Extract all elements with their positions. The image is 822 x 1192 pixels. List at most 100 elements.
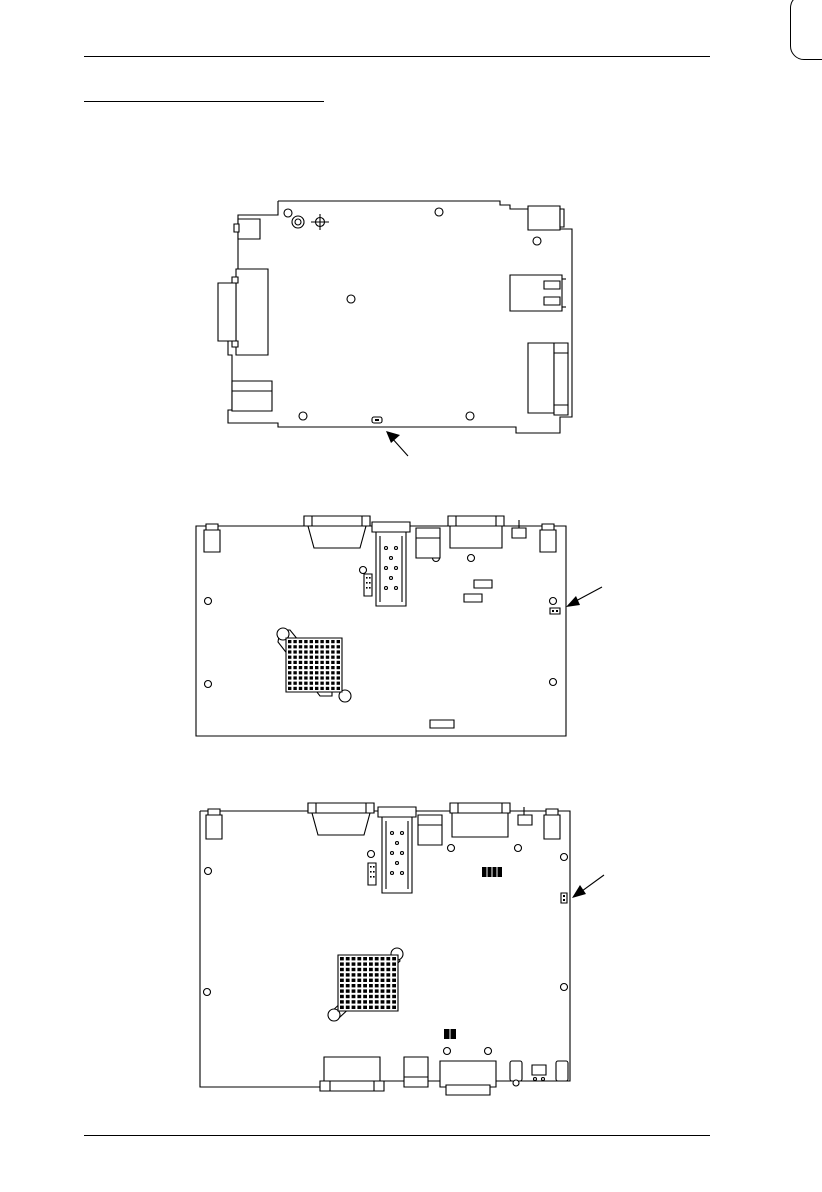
heatsink-fin bbox=[310, 687, 313, 690]
heatsink-fin bbox=[363, 962, 367, 965]
heatsink-fin bbox=[369, 957, 373, 960]
heatsink-fin bbox=[299, 687, 302, 690]
heatsink-fin bbox=[375, 984, 379, 987]
heatsink-fin bbox=[346, 989, 350, 992]
heatsink-fin bbox=[363, 973, 367, 976]
heatsink-fin bbox=[352, 962, 356, 965]
left-db-connector bbox=[218, 269, 268, 355]
heatsink-fin bbox=[310, 650, 313, 653]
heatsink-fin bbox=[304, 666, 307, 669]
heatsink-fin bbox=[381, 984, 385, 987]
page-tab bbox=[790, 0, 822, 60]
heatsink-fin bbox=[381, 968, 385, 971]
heatsink-fin bbox=[381, 973, 385, 976]
heatsink-fin bbox=[320, 666, 323, 669]
board-outline bbox=[228, 201, 572, 433]
heatsink-fin bbox=[293, 676, 296, 679]
heatsink-fin bbox=[337, 666, 340, 669]
black-connector-bottom bbox=[444, 1029, 456, 1039]
heatsink-fin bbox=[392, 979, 396, 982]
footer-rule bbox=[84, 1135, 710, 1136]
heatsink-fin bbox=[363, 957, 367, 960]
heatsink-fin bbox=[352, 1006, 356, 1009]
heatsink-fin bbox=[320, 676, 323, 679]
top-db-connector-left bbox=[308, 803, 374, 835]
heatsink-fin bbox=[346, 962, 350, 965]
heatsink-fin bbox=[304, 682, 307, 685]
small-switch bbox=[512, 520, 526, 538]
heatsink-fin bbox=[375, 979, 379, 982]
heatsink-fin bbox=[320, 687, 323, 690]
heatsink-fin bbox=[310, 640, 313, 643]
heatsink-fin bbox=[357, 984, 361, 987]
heatsink-fin bbox=[369, 989, 373, 992]
heatsink-fin bbox=[331, 656, 334, 659]
sfp-cage bbox=[378, 807, 416, 893]
heatsink-fin bbox=[337, 640, 340, 643]
heatsink-fin bbox=[392, 973, 396, 976]
heatsink-fin bbox=[299, 682, 302, 685]
heatsink-fin bbox=[386, 989, 390, 992]
heatsink-fin bbox=[346, 973, 350, 976]
heatsink-fin bbox=[340, 979, 344, 982]
heatsink-fin bbox=[375, 989, 379, 992]
heatsink-fin bbox=[337, 661, 340, 664]
heatsink-fin bbox=[288, 645, 291, 648]
heatsink-fin bbox=[337, 676, 340, 679]
heatsink-fin bbox=[352, 968, 356, 971]
heatsink-fin bbox=[340, 989, 344, 992]
heatsink-fin bbox=[320, 656, 323, 659]
heatsink-fin bbox=[375, 968, 379, 971]
heatsink-fin bbox=[392, 1006, 396, 1009]
heatsink-fin bbox=[304, 671, 307, 674]
heatsink-fin bbox=[375, 1000, 379, 1003]
heatsink-fin bbox=[299, 661, 302, 664]
heatsink-fin bbox=[315, 666, 318, 669]
heatsink-fin bbox=[363, 968, 367, 971]
header-rule bbox=[84, 56, 710, 57]
heatsink-fin bbox=[369, 1000, 373, 1003]
heatsink-fin bbox=[326, 676, 329, 679]
heatsink-fin bbox=[299, 671, 302, 674]
heatsink-fin bbox=[357, 957, 361, 960]
heatsink-fin bbox=[352, 957, 356, 960]
heatsink-fin bbox=[315, 650, 318, 653]
heatsink-fin bbox=[320, 640, 323, 643]
heatsink-fin bbox=[288, 666, 291, 669]
right-top-jack bbox=[528, 206, 564, 230]
heatsink-fin bbox=[299, 645, 302, 648]
heatsink-fin bbox=[304, 687, 307, 690]
heatsink-fin bbox=[299, 640, 302, 643]
heatsink-fin bbox=[288, 676, 291, 679]
heatsink-fin bbox=[331, 645, 334, 648]
bottom-db-connector-right bbox=[440, 1061, 496, 1095]
heatsink bbox=[328, 948, 403, 1021]
heatsink-fin bbox=[326, 640, 329, 643]
heatsink-fin bbox=[331, 650, 334, 653]
heatsink-fin bbox=[310, 645, 313, 648]
heatsink-fin bbox=[326, 687, 329, 690]
heatsink bbox=[277, 628, 351, 702]
heatsink-fin bbox=[326, 656, 329, 659]
heatsink-fin bbox=[340, 984, 344, 987]
heatsink-fin bbox=[337, 687, 340, 690]
heatsink-fin bbox=[381, 995, 385, 998]
heatsink-fin bbox=[304, 640, 307, 643]
heatsink-fin bbox=[386, 979, 390, 982]
right-corner-jack bbox=[540, 524, 556, 552]
heatsink-fin bbox=[357, 1006, 361, 1009]
heatsink-fin bbox=[288, 671, 291, 674]
heatsink-fin bbox=[340, 973, 344, 976]
board-diagram-2 bbox=[190, 512, 610, 742]
screw-post bbox=[311, 214, 329, 230]
heatsink-fin bbox=[381, 1006, 385, 1009]
heatsink-fin bbox=[352, 979, 356, 982]
heatsink-fin bbox=[304, 661, 307, 664]
heatsink-fin bbox=[288, 640, 291, 643]
top-db-connector-left bbox=[304, 516, 370, 548]
heatsink-fin bbox=[293, 645, 296, 648]
heatsink-fin bbox=[326, 661, 329, 664]
heatsink-fin bbox=[352, 995, 356, 998]
heatsink-fin bbox=[299, 666, 302, 669]
heatsink-fin bbox=[331, 671, 334, 674]
